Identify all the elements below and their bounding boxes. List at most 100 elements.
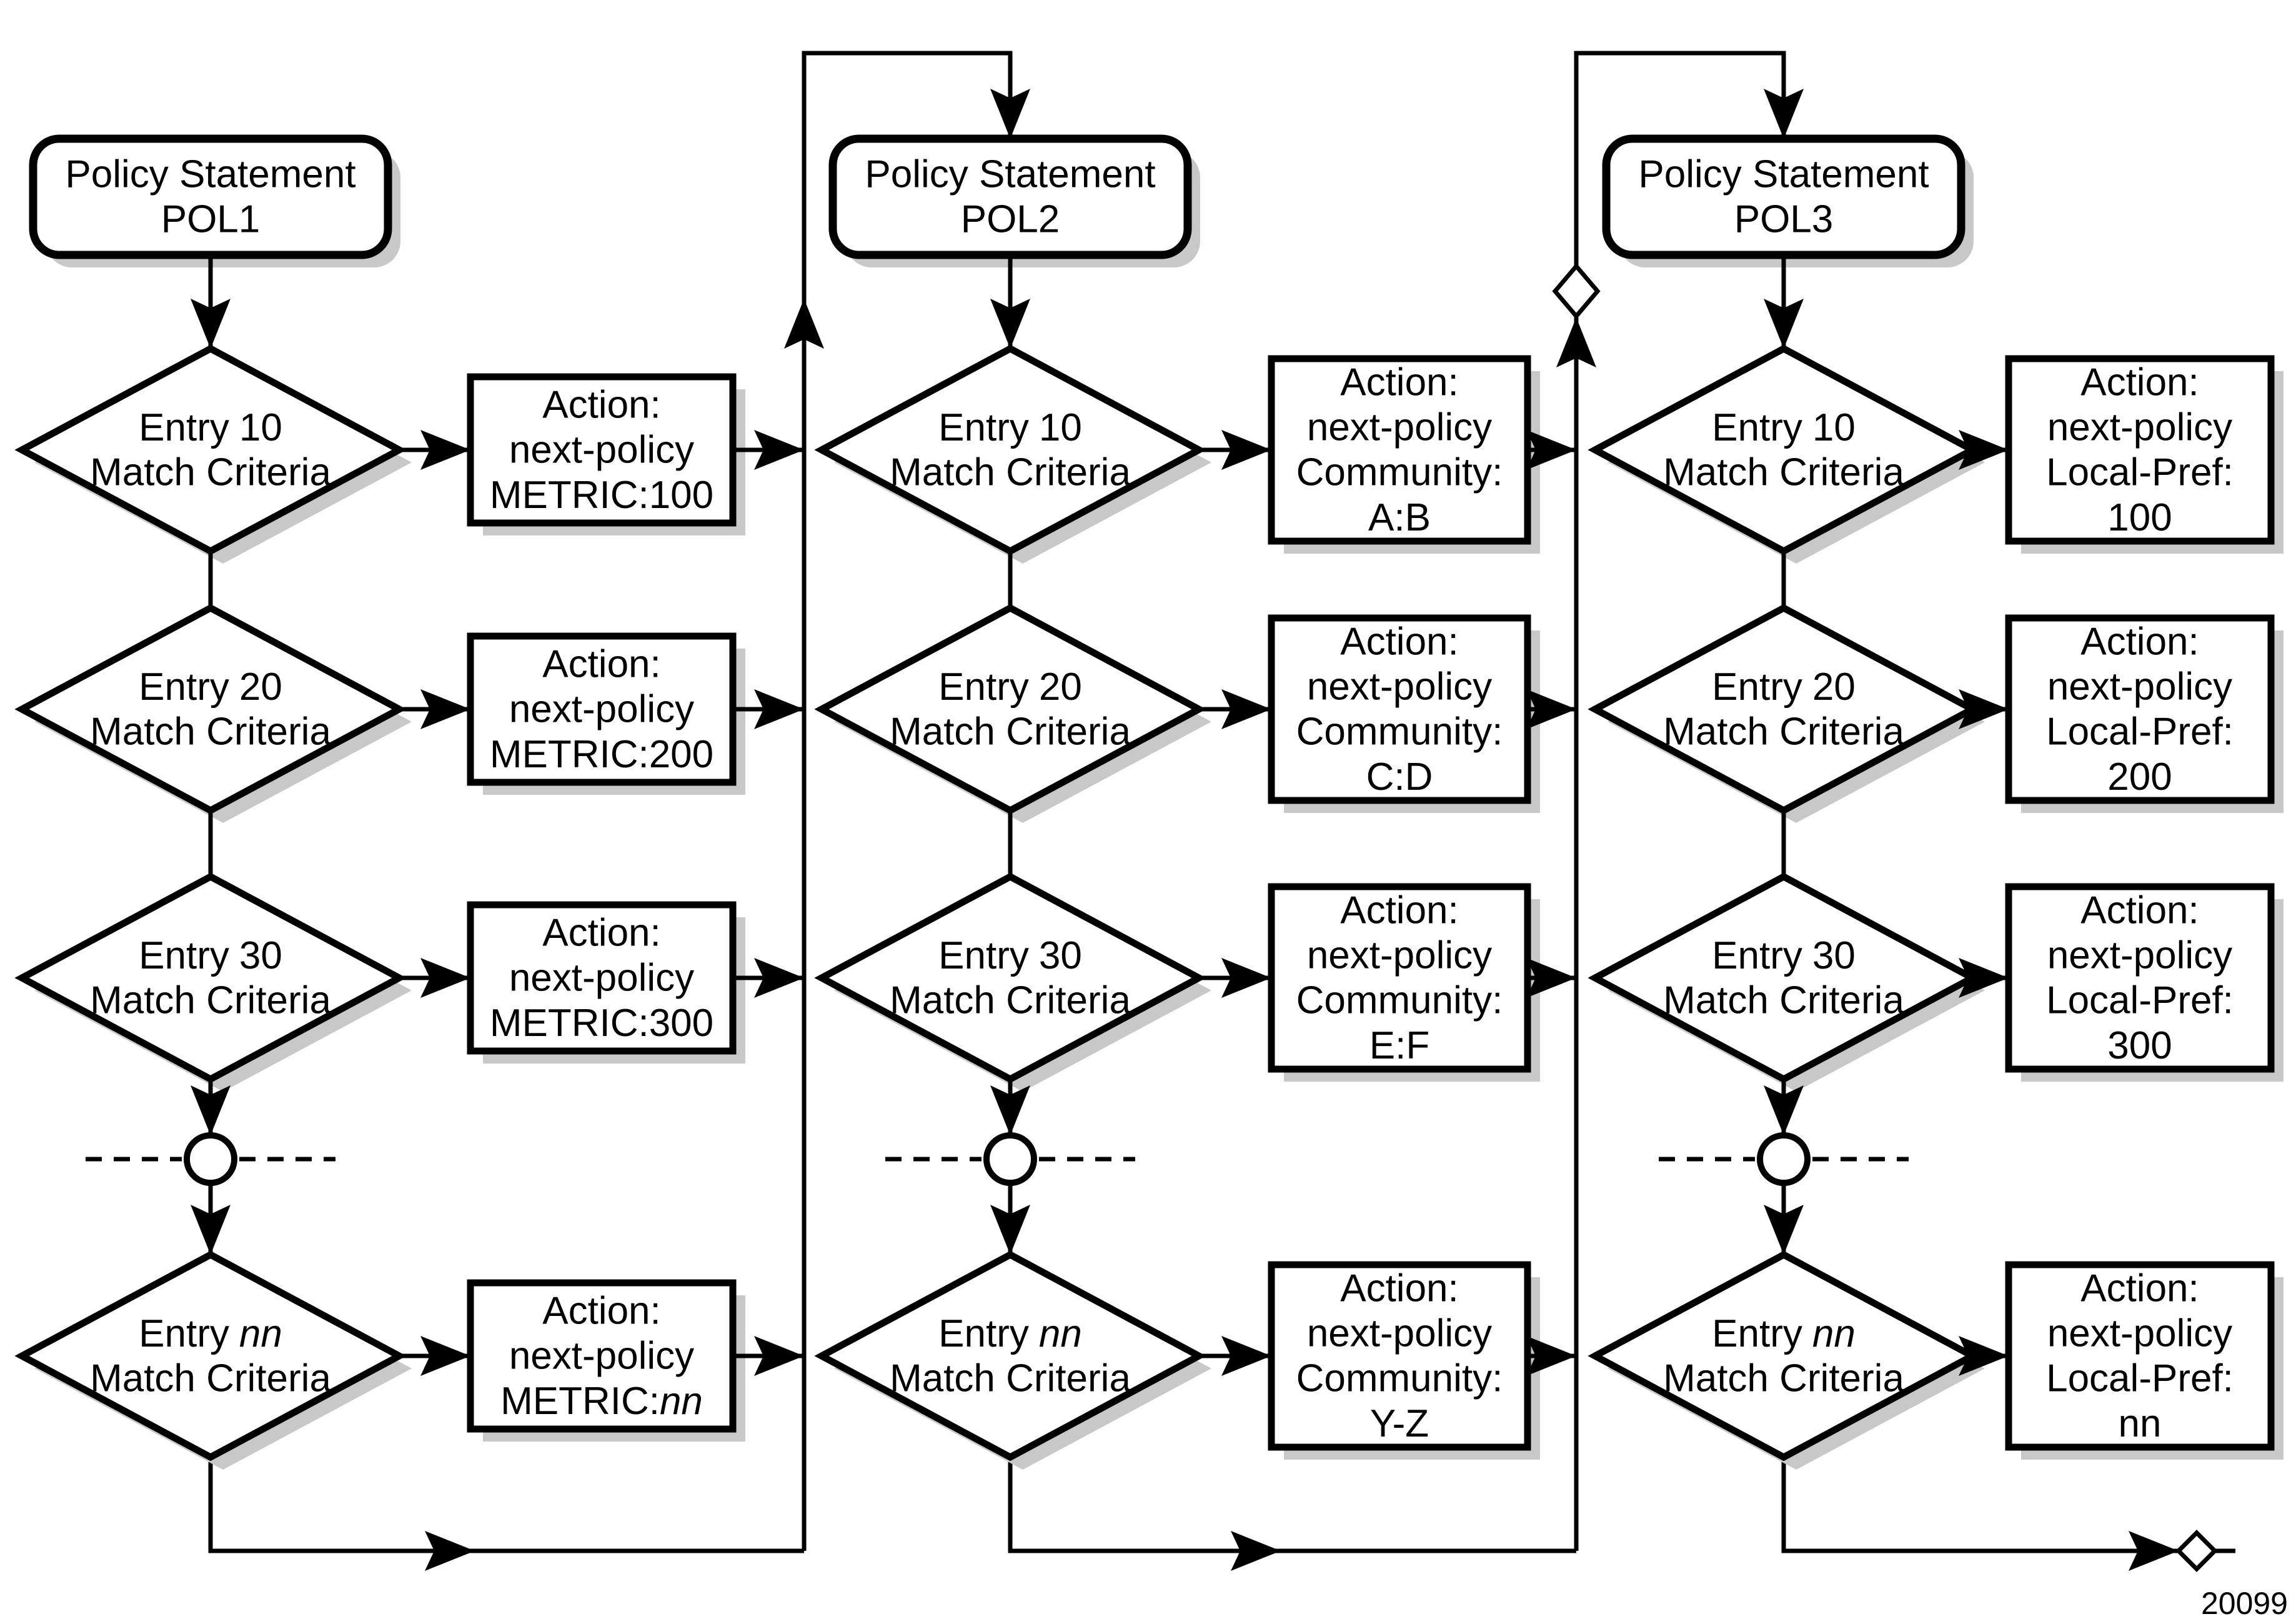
action-box-pol3-entry30 [2005, 883, 2275, 1073]
feedback-top-segment-pol3 [1574, 51, 1804, 266]
policy-header-pol3-line1: Policy Statement [1638, 153, 1929, 196]
decision-pol3-entry20 [1588, 604, 1980, 815]
action-text: Community: [1296, 451, 1503, 494]
action-text: next-policy [1307, 1312, 1492, 1355]
action-text: METRIC:200 [490, 733, 713, 776]
feedback-line-pol2 [784, 51, 1030, 1551]
action-text: next-policy [509, 957, 694, 1000]
action-text: Local-Pref: [2046, 451, 2234, 494]
policy-header-pol2-line2: POL2 [961, 198, 1060, 241]
action-text: Local-Pref: [2046, 1357, 2234, 1400]
action-text: next-policy [2047, 665, 2232, 709]
action-box-pol2-entry10 [1268, 355, 1531, 545]
action-text: Action: [542, 1290, 661, 1333]
action-text: C:D [1366, 755, 1433, 799]
action-text: Local-Pref: [2046, 979, 2234, 1022]
action-text: Action: [542, 384, 661, 427]
action-text: 300 [2107, 1024, 2172, 1067]
action-text: next-policy [509, 429, 694, 472]
action-text: Action: [2080, 1267, 2199, 1310]
policy-header-pol1-line2: POL1 [161, 198, 261, 241]
fallthrough-line-pol2 [1008, 1457, 1576, 1553]
decision-pol3-entrynn [1588, 1250, 1980, 1462]
action-text: Local-Pref: [2046, 710, 2234, 754]
decision-pol1-entrynn [14, 1250, 407, 1462]
ellipsis-connector-circle [184, 1132, 237, 1186]
action-box-pol3-entrynn [2005, 1261, 2275, 1451]
decision-pol3-entry20-line2: Match Criteria [1663, 710, 1904, 754]
continuation-diamond-icon-top [1552, 262, 1601, 320]
decision-pol2-entry20 [814, 604, 1206, 815]
action-text: A:B [1368, 496, 1431, 539]
fallthrough-line-pol1 [208, 1457, 804, 1553]
action-text: Community: [1296, 1357, 1503, 1400]
action-box-pol3-entry20 [2005, 614, 2275, 804]
decision-pol2-entry30 [814, 872, 1206, 1083]
action-text: next-policy [1307, 665, 1492, 709]
action-text: next-policy [2047, 934, 2232, 977]
policy-header-pol2-line1: Policy Statement [865, 153, 1155, 196]
decision-pol3-entrynn-line2: Match Criteria [1663, 1357, 1904, 1400]
action-text: next-policy [1307, 406, 1492, 449]
decision-pol3-entry30 [1588, 872, 1980, 1083]
decision-pol2-entrynn-line2: Match Criteria [890, 1357, 1131, 1400]
action-text: Action: [542, 643, 661, 686]
figure-number: 20099 [2201, 1586, 2288, 1621]
decision-pol3-entry30-line2: Match Criteria [1663, 979, 1904, 1022]
fallthrough-line-pol3 [1781, 1457, 2160, 1553]
action-text: Action: [2080, 889, 2199, 932]
action-text: Action: [1340, 1267, 1459, 1310]
action-text: Community: [1296, 979, 1503, 1022]
policy-header-pol1-line1: Policy Statement [65, 153, 355, 196]
decision-pol1-entry30 [14, 872, 407, 1083]
action-text: 100 [2107, 496, 2172, 539]
decision-pol1-entry10 [14, 344, 407, 555]
fallthrough-route-pol2 [1008, 1457, 1576, 1571]
ellipsis-connector-circle [983, 1132, 1037, 1186]
decision-pol2-entry20-line2: Match Criteria [890, 710, 1131, 754]
action-box-pol2-entrynn [1268, 1261, 1531, 1451]
decision-pol1-entry20 [14, 604, 407, 815]
decision-pol3-entry10-line2: Match Criteria [1663, 451, 1904, 494]
decision-pol1-entry20-line2: Match Criteria [90, 710, 331, 754]
action-box-pol1-entry20 [467, 632, 737, 786]
action-text: METRIC:100 [490, 474, 713, 517]
action-text: METRIC:nn [500, 1380, 703, 1423]
decision-pol2-entry10 [814, 344, 1206, 555]
action-text: next-policy [2047, 406, 2232, 449]
decision-pol3-entry10 [1588, 344, 1980, 555]
action-text: next-policy [509, 688, 694, 731]
policy-header-pol3-line2: POL3 [1734, 198, 1834, 241]
feedback-top-segment-pol2 [802, 51, 1030, 299]
decision-pol1-entrynn-line2: Match Criteria [90, 1357, 331, 1400]
feedback-line-pol3 [1552, 51, 1804, 1551]
action-box-pol3-entry10 [2005, 355, 2275, 545]
decision-pol2-entrynn [814, 1250, 1206, 1462]
decision-pol2-entry30-line2: Match Criteria [890, 979, 1131, 1022]
action-text: Action: [1340, 620, 1459, 664]
action-text: next-policy [2047, 1312, 2232, 1355]
fallthrough-route-pol1 [208, 1457, 804, 1571]
action-text: 200 [2107, 755, 2172, 799]
continuation-diamond-icon-end [2175, 1530, 2218, 1572]
action-text: Action: [2080, 361, 2199, 404]
ellipsis-connector-circle [1757, 1132, 1811, 1186]
action-text: Y-Z [1370, 1402, 1429, 1445]
action-text: next-policy [509, 1335, 694, 1378]
action-text: Action: [1340, 361, 1459, 404]
